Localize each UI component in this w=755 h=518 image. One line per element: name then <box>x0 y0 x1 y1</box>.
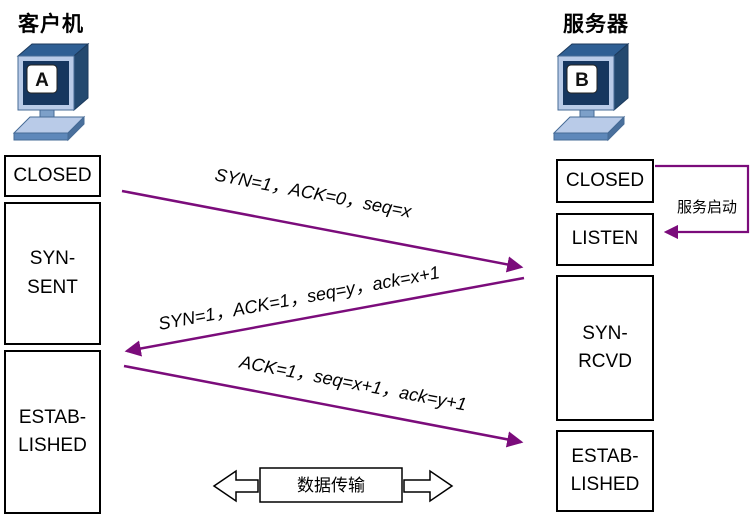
syn-arrow <box>121 189 524 273</box>
service-start-label: 服务启动 <box>677 199 737 216</box>
client-title: 客户机 <box>18 13 84 36</box>
server-title: 服务器 <box>563 13 629 36</box>
data-transfer-box <box>259 467 403 503</box>
server-state-closed: CLOSED <box>556 159 654 203</box>
computer-b-label: B <box>575 70 589 91</box>
server-state-established: ESTAB- LISHED <box>556 430 654 512</box>
client-state-syn-sent: SYN- SENT <box>4 202 101 345</box>
data-transfer-right-arrow-icon <box>403 469 454 503</box>
syn-message-label: SYN=1，ACK=0，seq=x <box>213 165 414 222</box>
server-state-listen: LISTEN <box>556 213 654 266</box>
data-transfer-label: 数据传输 <box>297 476 365 495</box>
ack-arrow <box>123 364 524 448</box>
server-computer-icon: B <box>550 40 638 149</box>
computer-b-icon: B <box>552 42 630 142</box>
service-start-arrow <box>655 164 750 240</box>
client-computer-icon: A <box>10 40 98 149</box>
data-transfer-left-arrow-icon <box>212 469 259 503</box>
computer-a-icon: A <box>12 42 90 142</box>
syn-ack-message-label: SYN=1，ACK=1，seq=y，ack=x+1 <box>157 262 442 334</box>
computer-a-label: A <box>35 70 49 91</box>
client-state-closed: CLOSED <box>4 155 101 197</box>
syn-ack-arrow <box>124 276 525 357</box>
ack-message-label: ACK=1，seq=x+1，ack=y+1 <box>237 351 468 414</box>
client-state-established: ESTAB- LISHED <box>4 350 101 514</box>
server-state-syn-rcvd: SYN- RCVD <box>556 275 654 421</box>
